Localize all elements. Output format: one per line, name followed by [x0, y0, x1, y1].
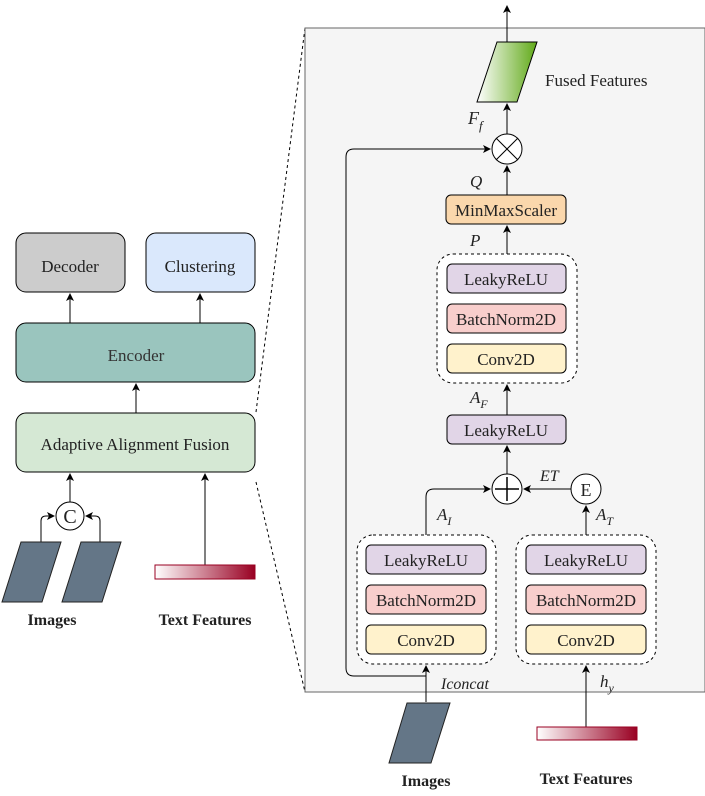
image-conv2d-label: Conv2D: [397, 631, 455, 650]
encoder-label: Encoder: [108, 346, 165, 365]
af-label: AF: [469, 388, 488, 411]
overview-diagram: Decoder Clustering Encoder Adaptive Alig…: [1, 232, 256, 629]
concat-icon: [55, 501, 85, 531]
image-conv2d-box: [365, 624, 487, 655]
image-input-icon: [388, 702, 451, 764]
top-batchnorm-label: BatchNorm2D: [456, 310, 556, 329]
text-leakyrelu-label: LeakyReLU: [544, 551, 628, 570]
image-icon-1: [1, 541, 62, 603]
minmax-scaler-box: [445, 194, 567, 225]
multiply-icon-stroke-2: [495, 137, 519, 161]
text-features-label-detail: Text Features: [540, 771, 633, 788]
zoom-projection-line-bottom: [255, 481, 306, 693]
iconcat-label: Iconcat: [440, 676, 490, 693]
image-batchnorm-label: BatchNorm2D: [376, 591, 476, 610]
text-batchnorm-box: [525, 584, 647, 615]
adaptive-alignment-fusion-label: Adaptive Alignment Fusion: [41, 435, 230, 454]
ai-to-add-arrow: [425, 485, 491, 535]
text-batchnorm-label: BatchNorm2D: [536, 591, 636, 610]
top-batchnorm-box: [446, 303, 567, 334]
text-features-bar-overview: [154, 564, 256, 580]
images-label-detail: Images: [402, 773, 451, 790]
encoder-box: [15, 322, 256, 383]
iconcat-skip-connection-arrow: [345, 145, 491, 677]
clustering-label: Clustering: [165, 257, 236, 276]
hy-label: hy: [600, 672, 615, 695]
e-symbol: E: [581, 480, 592, 500]
image1-to-concat-arrow: [40, 512, 55, 542]
clustering-box: [145, 232, 256, 293]
top-conv2d-label: Conv2D: [477, 350, 535, 369]
image2-to-concat-arrow: [85, 512, 101, 542]
et-label: ET: [539, 468, 560, 485]
text-features-bar-detail: [536, 726, 638, 741]
images-label-overview: Images: [28, 612, 77, 629]
ff-label: Ff: [467, 108, 485, 133]
p-label: P: [469, 231, 480, 250]
minmax-scaler-label: MinMaxScaler: [455, 201, 557, 220]
text-leakyrelu-box: [525, 544, 647, 575]
image-icon-2: [61, 541, 122, 603]
text-features-label-overview: Text Features: [159, 612, 252, 629]
q-label: Q: [470, 172, 482, 191]
middle-leakyrelu-label: LeakyReLU: [464, 421, 548, 440]
fused-features-icon: [476, 41, 538, 103]
fusion-detail-panel: Fused Features Ff Q MinMaxScaler P Leaky…: [304, 5, 705, 727]
text-conv2d-label: Conv2D: [557, 631, 615, 650]
top-conv2d-box: [446, 343, 567, 374]
text-conv2d-box: [525, 624, 647, 655]
at-label: AT: [595, 505, 614, 528]
decoder-box: [15, 232, 126, 293]
image-leakyrelu-box: [365, 544, 487, 575]
e-icon: [570, 473, 602, 505]
ai-label: AI: [436, 505, 452, 528]
decoder-label: Decoder: [41, 257, 99, 276]
zoom-projection-line-top: [255, 27, 306, 413]
image-batchnorm-box: [365, 584, 487, 615]
middle-leakyrelu-box: [446, 414, 567, 445]
image-leakyrelu-label: LeakyReLU: [384, 551, 468, 570]
fused-features-label: Fused Features: [545, 71, 647, 90]
concat-symbol: C: [63, 506, 76, 528]
top-leakyrelu-box: [446, 263, 567, 294]
top-leakyrelu-label: LeakyReLU: [464, 270, 548, 289]
